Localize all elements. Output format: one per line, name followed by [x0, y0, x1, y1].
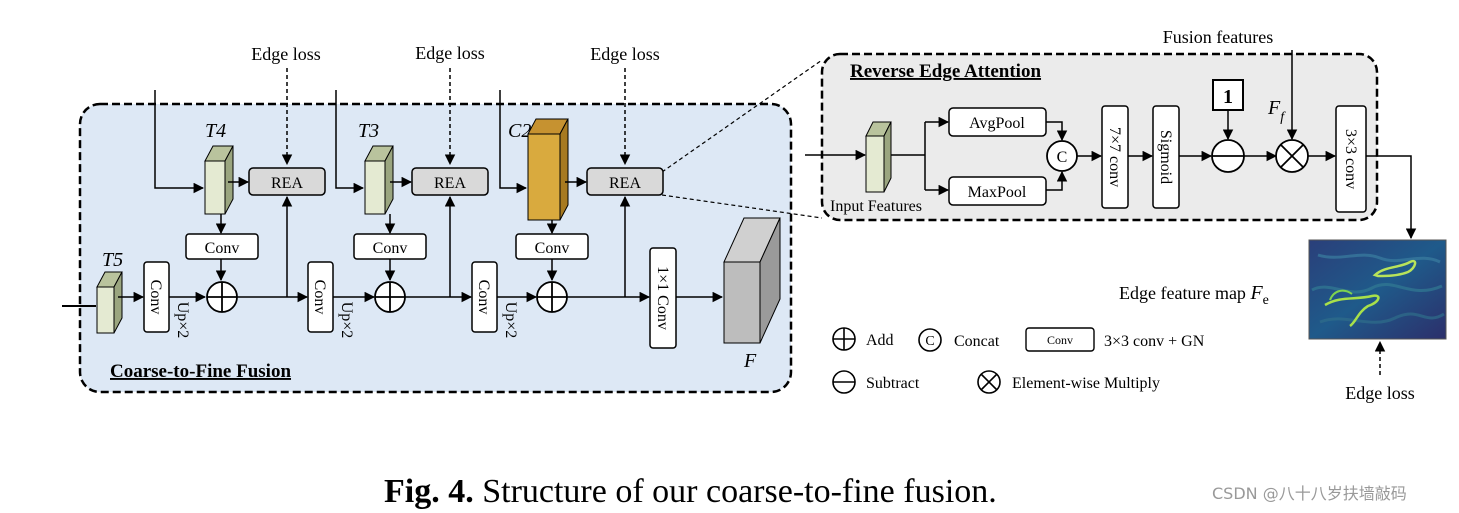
- legend-concat-label: Concat: [954, 333, 1000, 350]
- legend-add-label: Add: [866, 332, 894, 349]
- feature-block-c2: [527, 118, 569, 221]
- conv-block-1-label: Conv: [205, 240, 240, 257]
- coarse-to-fine-title: Coarse-to-Fine Fusion: [110, 361, 291, 382]
- conv-vertical-1-label: Conv: [147, 280, 164, 315]
- figure-caption: Fig. 4. Structure of our coarse-to-fine …: [384, 473, 997, 510]
- fusion-features-label: Fusion features: [1163, 27, 1273, 47]
- label-f: F: [743, 350, 757, 372]
- feature-block-t3: [364, 145, 394, 215]
- edge-feature-map-label: Edge feature map Fe: [1119, 282, 1269, 308]
- conv1x1-block: [649, 247, 677, 349]
- rea-block-2-label: REA: [434, 175, 466, 192]
- legend-subtract-label: Subtract: [866, 375, 920, 392]
- ff-label: Ff: [1267, 97, 1286, 125]
- rea-block-3-label: REA: [609, 175, 641, 192]
- conv-block-1: [185, 233, 259, 260]
- legend-conv-box-label: Conv: [1047, 333, 1073, 347]
- avgpool-label: AvgPool: [969, 115, 1025, 132]
- conv-block-3-label: Conv: [535, 240, 570, 257]
- add-op-3: [536, 281, 568, 313]
- constant-one-label: 1: [1223, 86, 1233, 108]
- t4-input-arrow: [154, 90, 205, 194]
- edge-loss-label-3: Edge loss: [590, 44, 660, 64]
- feature-block-t4: [204, 145, 234, 215]
- edge-loss-label-1: Edge loss: [251, 44, 321, 64]
- edge-feature-map-image: [1308, 239, 1447, 340]
- constant-one-box: [1212, 79, 1244, 111]
- edge-loss-label-2: Edge loss: [415, 43, 485, 63]
- zoom-line-top: [661, 59, 823, 173]
- label-c2: C2: [508, 120, 531, 142]
- conv3-label: 3×3 conv: [1342, 129, 1359, 189]
- sigmoid-block: [1152, 105, 1180, 209]
- legend-subtract-icon: [832, 370, 856, 394]
- watermark: CSDN @八十八岁扶墙敲码: [1212, 484, 1407, 503]
- rea-block-2: [411, 167, 489, 196]
- figure-caption-text: Structure of our coarse-to-fine fusion.: [474, 473, 997, 510]
- upsample-label-2: Up×2: [338, 302, 355, 339]
- concat-op-symbol: C: [1057, 149, 1068, 166]
- figure-caption-number: Fig. 4.: [384, 473, 474, 510]
- feature-block-t5: [96, 271, 123, 334]
- legend-concat-icon-symbol: C: [925, 334, 934, 349]
- conv-vertical-2-label: Conv: [311, 280, 328, 315]
- rea-block-3: [586, 167, 664, 196]
- conv3-to-edge-map-arrow: [1366, 155, 1417, 240]
- maxpool-block: [948, 176, 1047, 206]
- multiply-op: [1275, 139, 1309, 173]
- rea-panel-title: Reverse Edge Attention: [850, 61, 1041, 82]
- input-features-label: Input Features: [830, 198, 922, 215]
- maxpool-label: MaxPool: [968, 184, 1027, 201]
- legend-conv-box: [1025, 327, 1095, 352]
- conv-block-2-label: Conv: [373, 240, 408, 257]
- label-t3: T3: [358, 120, 379, 142]
- sigmoid-label: Sigmoid: [1157, 130, 1174, 184]
- conv7-label: 7×7 conv: [1106, 127, 1123, 187]
- zoom-line-bottom: [661, 194, 823, 219]
- conv7-block: [1101, 105, 1129, 209]
- legend-concat-icon: [918, 328, 942, 352]
- conv3-block: [1335, 105, 1367, 213]
- label-t5: T5: [102, 249, 123, 271]
- add-op-1: [206, 281, 238, 313]
- avgpool-to-concat-arrow: [1046, 121, 1068, 142]
- add-op-2: [374, 281, 406, 313]
- t3-input-arrow: [335, 90, 365, 194]
- legend: Add C Concat Conv 3×3 conv + GN Subtract…: [832, 327, 1205, 394]
- conv-vertical-3-label: Conv: [475, 280, 492, 315]
- rea-block-1: [248, 167, 326, 196]
- maxpool-to-concat-arrow: [1046, 170, 1068, 191]
- legend-add-icon: [832, 327, 856, 351]
- legend-conv-desc: 3×3 conv + GN: [1104, 333, 1205, 350]
- c2-input-arrow: [499, 90, 528, 194]
- legend-multiply-label: Element-wise Multiply: [1012, 375, 1160, 392]
- rea-block-1-label: REA: [271, 175, 303, 192]
- rea-input-feature-block: [865, 121, 892, 193]
- upsample-label-1: Up×2: [174, 302, 191, 339]
- subtract-op: [1211, 139, 1245, 173]
- legend-multiply-icon: [977, 370, 1001, 394]
- upsample-label-3: Up×2: [502, 302, 519, 339]
- edge-loss-label-4: Edge loss: [1345, 383, 1415, 403]
- label-t4: T4: [205, 120, 226, 142]
- feature-block-f: [723, 217, 781, 344]
- conv1x1-label: 1×1 Conv: [654, 266, 671, 330]
